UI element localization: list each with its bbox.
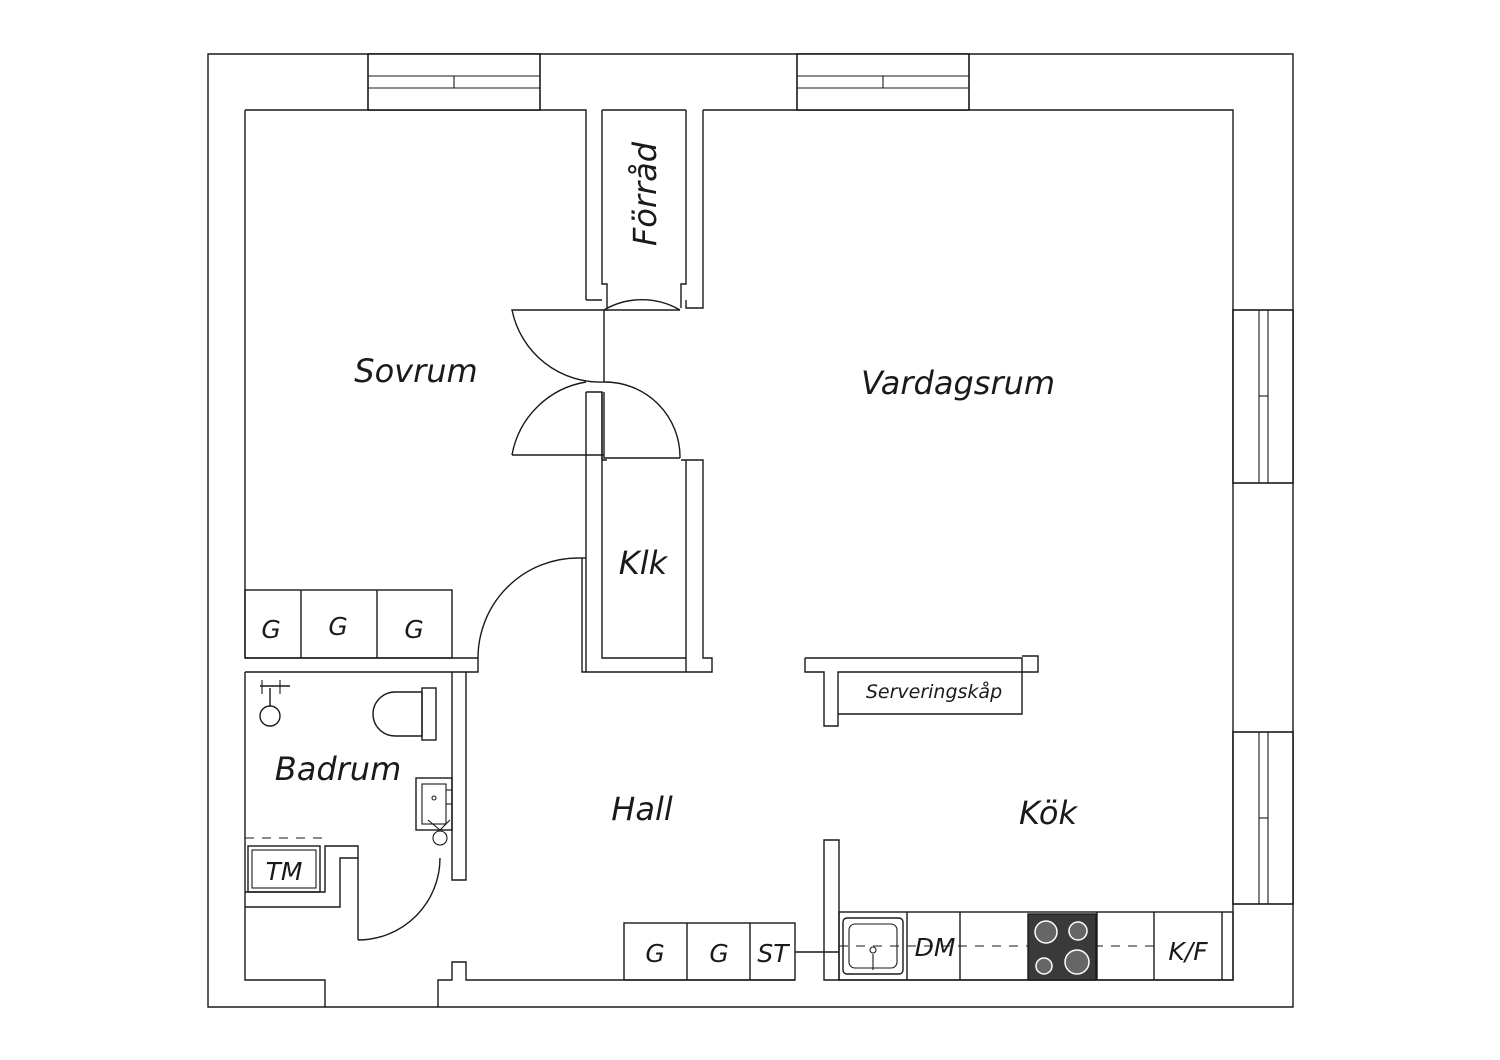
interior-walls	[245, 109, 840, 981]
dryer-label: TM	[266, 857, 303, 886]
wardrobe-label-1: G	[261, 615, 280, 644]
room-label-badrum: Badrum	[275, 750, 401, 788]
outer-walls	[207, 53, 1294, 1008]
room-label-hall: Hall	[611, 790, 673, 828]
wardrobe-label-3: G	[404, 615, 423, 644]
hall-wardrobe-label-1: G	[645, 939, 664, 968]
serving-cabinet	[804, 655, 1039, 727]
kitchen-counter	[838, 911, 1234, 981]
hall-wardrobe-label-2: G	[709, 939, 728, 968]
dishwasher-label: DM	[915, 933, 956, 962]
room-label-forrad: Förråd	[626, 141, 664, 246]
room-label-sovrum: Sovrum	[354, 352, 477, 390]
bathroom-fixtures	[245, 680, 453, 893]
serving-cabinet-label: Serveringskåp	[866, 680, 1002, 703]
room-label-vardagsrum: Vardagsrum	[861, 364, 1055, 402]
windows	[367, 53, 1294, 905]
fridge-freezer-label: K/F	[1168, 937, 1208, 966]
room-label-klk: Klk	[619, 544, 669, 582]
storage-label: ST	[757, 939, 790, 968]
doors	[357, 298, 681, 941]
sovrum-wardrobes	[244, 589, 453, 659]
wardrobe-label-2: G	[328, 612, 347, 641]
room-label-kok: Kök	[1019, 794, 1078, 832]
